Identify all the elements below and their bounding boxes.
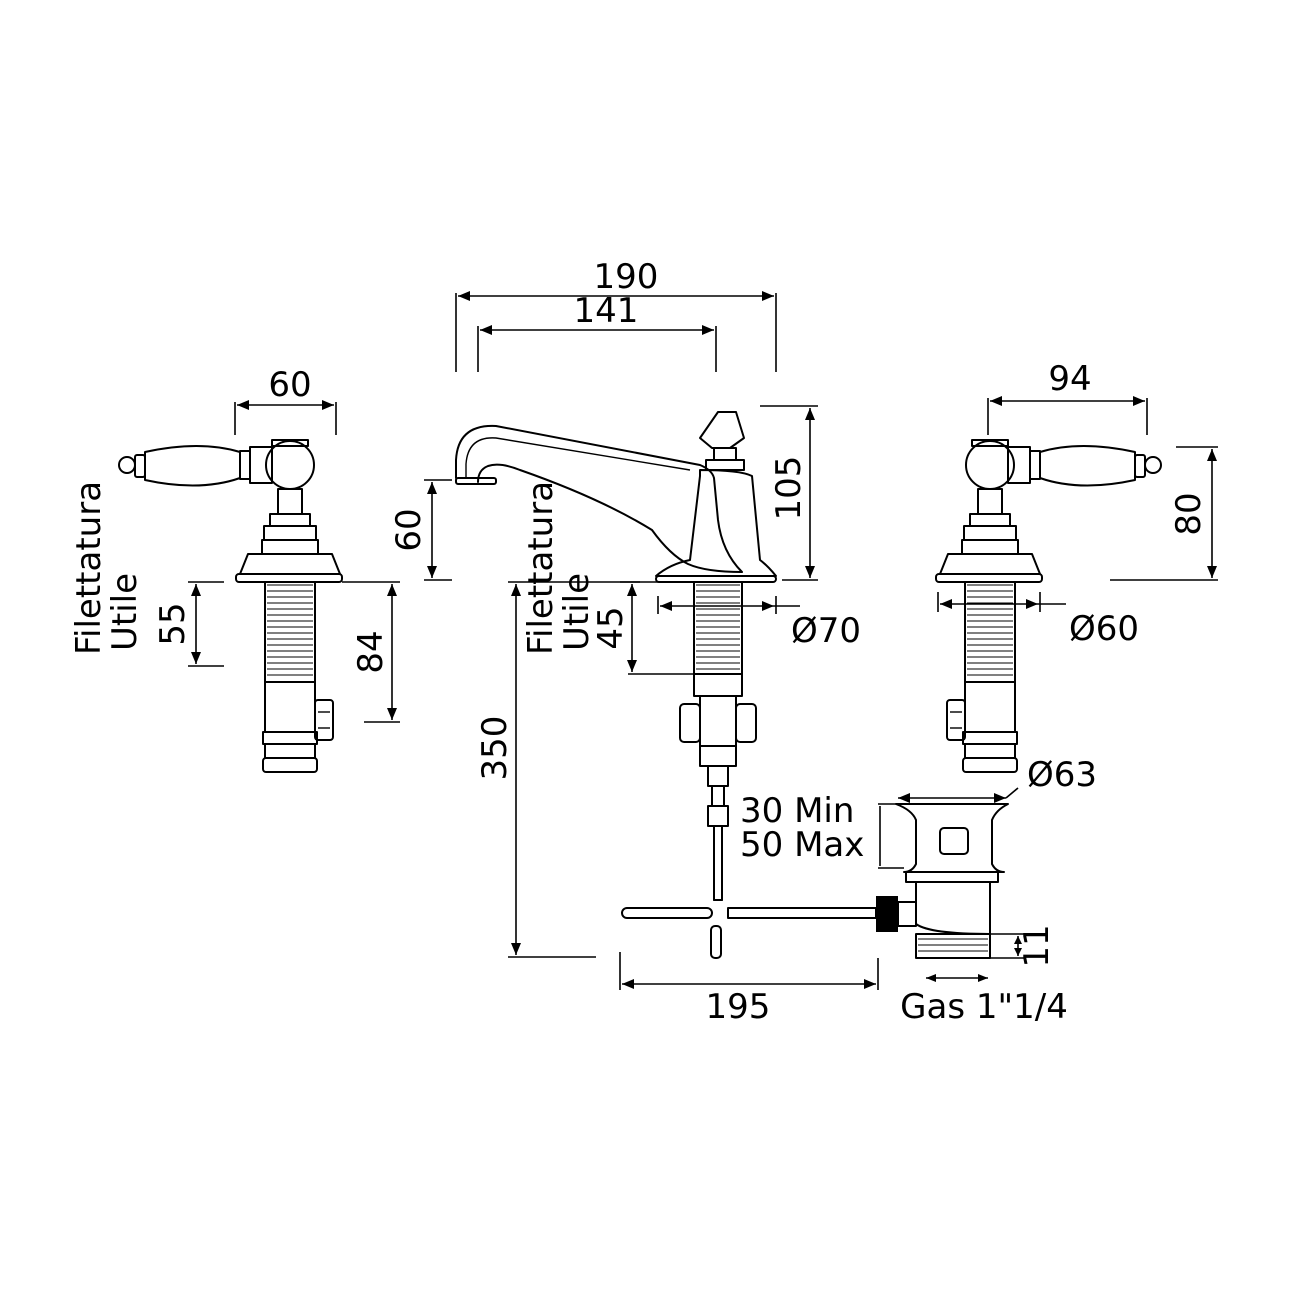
left-valve xyxy=(118,439,343,773)
thread-label-center-line2: Utile xyxy=(557,573,597,651)
dim-o70-label: Ø70 xyxy=(791,611,861,651)
dim-195-label: 195 xyxy=(706,987,771,1027)
dim-80-label: 80 xyxy=(1169,492,1209,535)
dim-o60-label: Ø60 xyxy=(1069,609,1139,649)
dim-11-label: 11 xyxy=(1017,924,1057,967)
dim-190-label: 190 xyxy=(594,257,659,297)
dim-84-label: 84 xyxy=(351,630,391,673)
left-lever-handle xyxy=(118,439,315,490)
dim-55-label: 55 xyxy=(153,602,193,645)
thread-label-center-line1: Filettatura xyxy=(521,481,561,655)
center-spout xyxy=(455,411,777,959)
dim-left-60-label: 60 xyxy=(268,365,311,405)
dim-45-label: 45 xyxy=(591,606,631,649)
dim-spout-60-label: 60 xyxy=(389,508,429,551)
thread-label-left-line1: Filettatura xyxy=(69,481,109,655)
dim-350-label: 350 xyxy=(475,716,515,781)
dimension-lines xyxy=(188,291,1218,990)
dim-50max-label: 50 Max xyxy=(740,825,864,865)
dim-gas-label: Gas 1"1/4 xyxy=(900,987,1068,1027)
dimension-labels: 190 141 60 94 105 60 80 55 84 45 Ø70 Ø60… xyxy=(69,257,1209,1027)
dim-30min-label: 30 Min xyxy=(740,791,854,831)
dim-o63-label: Ø63 xyxy=(1027,755,1097,795)
thread-label-left-line2: Utile xyxy=(105,573,145,651)
right-valve xyxy=(935,439,1162,773)
dim-141-label: 141 xyxy=(574,291,639,331)
dim-94-label: 94 xyxy=(1048,359,1091,399)
pop-up-waste xyxy=(621,803,1009,959)
dim-105-label: 105 xyxy=(769,456,809,521)
